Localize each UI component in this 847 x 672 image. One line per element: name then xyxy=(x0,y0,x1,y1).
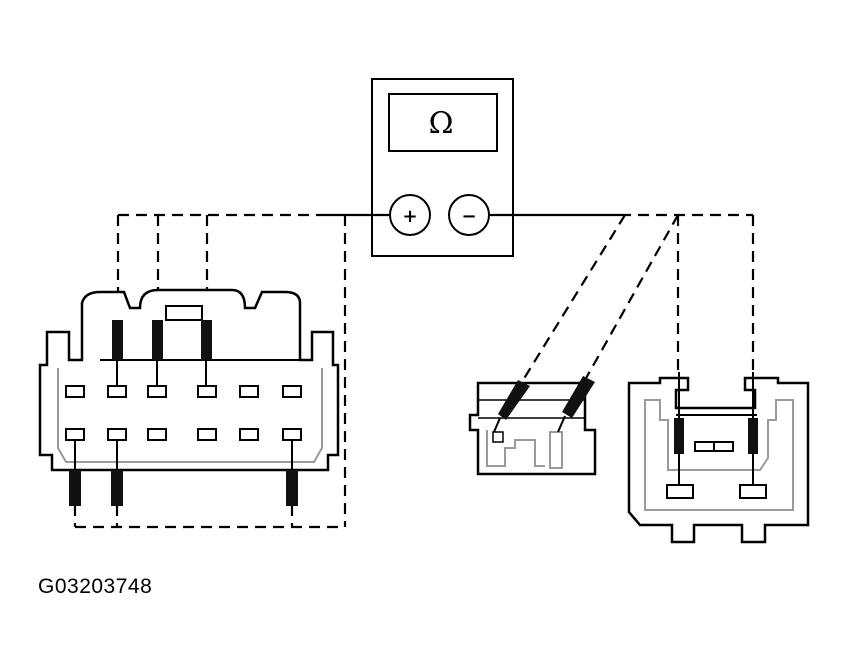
diag-lead-small-2 xyxy=(584,214,679,381)
pin xyxy=(239,385,259,398)
lower-probes xyxy=(69,440,298,506)
pin xyxy=(282,428,302,441)
small-connector-body xyxy=(468,381,597,476)
pin xyxy=(65,385,85,398)
test-probe-icon xyxy=(748,418,758,454)
upper-probes xyxy=(112,320,212,386)
ohmmeter-icon: Ω + − xyxy=(371,78,514,257)
test-probe-icon xyxy=(498,380,530,420)
pin xyxy=(197,428,217,441)
small-connector-terminal xyxy=(549,431,563,469)
test-probe-icon xyxy=(111,470,123,506)
test-probe-icon xyxy=(152,320,163,360)
test-probe-icon xyxy=(674,418,684,454)
pin xyxy=(147,385,167,398)
meter-display-symbol: Ω xyxy=(429,106,454,141)
pin xyxy=(65,428,85,441)
right-two-pin-connector xyxy=(627,372,810,544)
test-probe-icon xyxy=(112,320,123,360)
pin xyxy=(107,385,127,398)
pin xyxy=(147,428,167,441)
right-connector-body xyxy=(627,376,810,544)
top-row-pins xyxy=(65,385,302,398)
small-two-pin-connector xyxy=(468,376,597,476)
bottom-row-pins xyxy=(65,428,302,441)
test-probe-icon xyxy=(562,376,595,418)
probe-tip xyxy=(493,417,501,433)
test-probe-icon xyxy=(201,320,212,360)
right-connector-terminal xyxy=(739,484,767,499)
left-connector-inner-outline xyxy=(57,368,323,463)
diag-lead-small-1 xyxy=(519,214,626,386)
pin xyxy=(197,385,217,398)
dashed-test-paths xyxy=(73,213,755,529)
pin xyxy=(282,385,302,398)
left-harness-connector xyxy=(38,288,340,506)
pin xyxy=(239,428,259,441)
pin xyxy=(107,428,127,441)
probe-tip xyxy=(557,415,566,433)
test-probe-icon xyxy=(286,470,298,506)
negative-terminal-label: − xyxy=(461,206,476,227)
small-connector-terminal xyxy=(492,431,504,443)
figure-id: G03203748 xyxy=(38,575,153,598)
positive-terminal-label: + xyxy=(402,206,417,227)
meter-display xyxy=(388,93,498,152)
right-connector-terminal xyxy=(666,484,694,499)
small-connector-inner-outline xyxy=(486,430,545,467)
left-connector-latch xyxy=(165,305,203,321)
test-probe-icon xyxy=(69,470,81,506)
right-connector-inner-outline xyxy=(644,399,794,511)
